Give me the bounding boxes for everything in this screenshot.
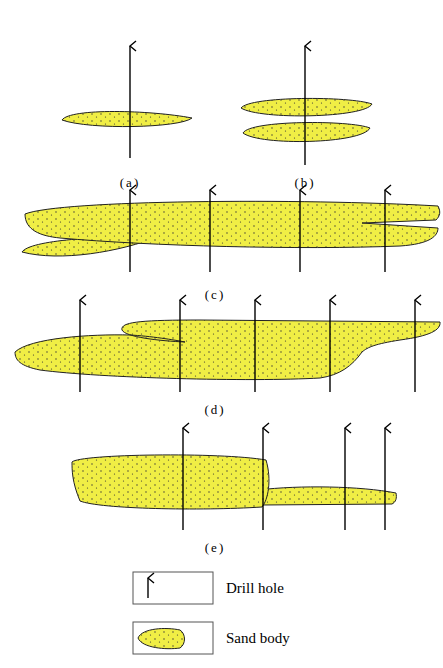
legend-text: Sand body xyxy=(226,630,290,647)
panel-label: (b) xyxy=(294,175,315,191)
legend-box xyxy=(133,572,213,604)
legend-text: Drill hole xyxy=(226,580,284,597)
panel-label: (e) xyxy=(205,540,225,556)
sand-body-sample xyxy=(138,629,185,649)
drill-hole-sample xyxy=(147,578,148,598)
legend-box xyxy=(133,622,213,654)
panel-label: (d) xyxy=(204,402,225,418)
panel-label: (a) xyxy=(120,175,140,191)
panel-label: (c) xyxy=(205,287,225,303)
